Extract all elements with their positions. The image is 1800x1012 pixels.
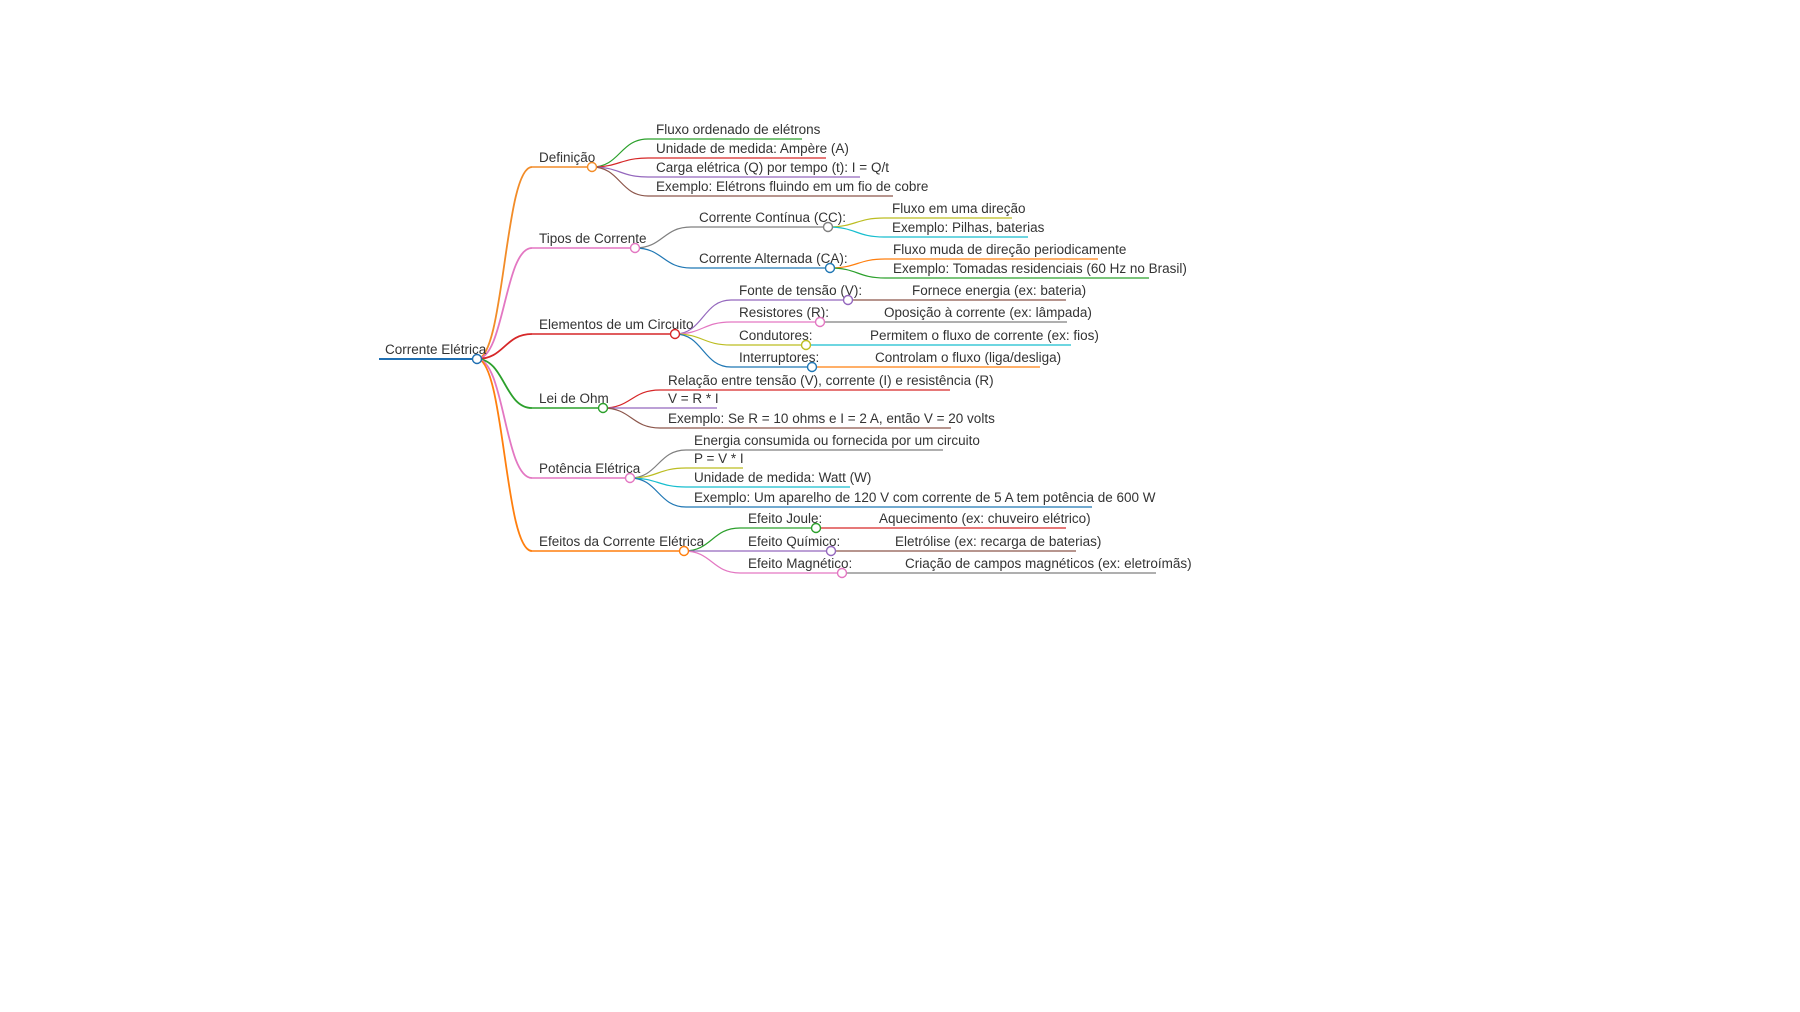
grandchild-label-tipos-1-0[interactable]: Fluxo muda de direção periodicamente bbox=[893, 242, 1126, 257]
sub-toggle-efeitos-0[interactable] bbox=[810, 522, 822, 534]
sub-label-elementos-1[interactable]: Resistores (R): bbox=[739, 305, 829, 320]
sub-connector-elementos-1 bbox=[674, 321, 732, 335]
branch-connector-efeitos bbox=[476, 358, 533, 552]
leaf-label-potencia-2[interactable]: Unidade de medida: Watt (W) bbox=[694, 470, 871, 485]
branch-label-definicao[interactable]: Definição bbox=[539, 150, 595, 165]
grandchild-label-elementos-1[interactable]: Oposição à corrente (ex: lâmpada) bbox=[884, 305, 1092, 320]
grandchild-label-tipos-0-0[interactable]: Fluxo em uma direção bbox=[892, 201, 1026, 216]
sub-label-tipos-0[interactable]: Corrente Contínua (CC): bbox=[699, 210, 846, 225]
branch-label-elementos[interactable]: Elementos de um Circuito bbox=[539, 317, 694, 332]
leaf-connector-potencia-3 bbox=[629, 477, 687, 508]
leaf-label-potencia-3[interactable]: Exemplo: Um aparelho de 120 V com corren… bbox=[694, 490, 1156, 505]
root-toggle[interactable] bbox=[471, 353, 483, 365]
sub-connector-elementos-3 bbox=[674, 333, 732, 368]
branch-label-potencia[interactable]: Potência Elétrica bbox=[539, 461, 641, 476]
sub-toggle-elementos-1[interactable] bbox=[814, 316, 826, 328]
sub-toggle-tipos-1[interactable] bbox=[824, 262, 836, 274]
sub-label-elementos-3[interactable]: Interruptores: bbox=[739, 350, 819, 365]
root-label[interactable]: Corrente Elétrica bbox=[385, 342, 487, 357]
branch-toggle-ohm[interactable] bbox=[597, 402, 609, 414]
branch-label-ohm[interactable]: Lei de Ohm bbox=[539, 391, 609, 406]
sub-toggle-elementos-3[interactable] bbox=[806, 361, 818, 373]
sub-connector-efeitos-0 bbox=[683, 527, 741, 552]
branch-connector-potencia bbox=[476, 358, 533, 479]
sub-label-efeitos-2[interactable]: Efeito Magnético: bbox=[748, 556, 852, 571]
leaf-label-definicao-0[interactable]: Fluxo ordenado de elétrons bbox=[656, 122, 821, 137]
sub-label-efeitos-0[interactable]: Efeito Joule: bbox=[748, 511, 822, 526]
grandchild-label-elementos-3[interactable]: Controlam o fluxo (liga/desliga) bbox=[875, 350, 1061, 365]
sub-connector-tipos-0 bbox=[634, 226, 692, 249]
branch-toggle-tipos[interactable] bbox=[629, 242, 641, 254]
sub-toggle-tipos-0[interactable] bbox=[822, 221, 834, 233]
branch-label-tipos[interactable]: Tipos de Corrente bbox=[539, 231, 647, 246]
leaf-label-definicao-2[interactable]: Carga elétrica (Q) por tempo (t): I = Q/… bbox=[656, 160, 889, 175]
branch-connector-elementos bbox=[476, 333, 533, 360]
branch-connector-definicao bbox=[476, 166, 533, 360]
leaf-label-ohm-2[interactable]: Exemplo: Se R = 10 ohms e I = 2 A, então… bbox=[668, 411, 995, 426]
sub-connector-elementos-0 bbox=[674, 299, 732, 335]
branch-toggle-definicao[interactable] bbox=[586, 161, 598, 173]
sub-connector-efeitos-2 bbox=[683, 550, 741, 574]
leaf-connector-definicao-3 bbox=[591, 166, 649, 197]
sub-toggle-efeitos-1[interactable] bbox=[825, 545, 837, 557]
sub-connector-tipos-1 bbox=[634, 247, 692, 269]
sub-label-elementos-0[interactable]: Fonte de tensão (V): bbox=[739, 283, 862, 298]
branch-toggle-efeitos[interactable] bbox=[678, 545, 690, 557]
sub-toggle-elementos-2[interactable] bbox=[800, 339, 812, 351]
leaf-connector-ohm-2 bbox=[602, 407, 661, 429]
sub-label-efeitos-1[interactable]: Efeito Químico: bbox=[748, 534, 840, 549]
grandchild-label-elementos-0[interactable]: Fornece energia (ex: bateria) bbox=[912, 283, 1086, 298]
grandchild-label-elementos-2[interactable]: Permitem o fluxo de corrente (ex: fios) bbox=[870, 328, 1099, 343]
grandchild-label-efeitos-0[interactable]: Aquecimento (ex: chuveiro elétrico) bbox=[879, 511, 1091, 526]
grandchild-connector-tipos-0-1 bbox=[827, 226, 885, 238]
leaf-label-potencia-1[interactable]: P = V * I bbox=[694, 451, 744, 466]
leaf-label-definicao-1[interactable]: Unidade de medida: Ampère (A) bbox=[656, 141, 849, 156]
sub-label-elementos-2[interactable]: Condutores: bbox=[739, 328, 813, 343]
leaf-connector-ohm-0 bbox=[602, 389, 661, 409]
branch-toggle-potencia[interactable] bbox=[624, 472, 636, 484]
grandchild-label-tipos-0-1[interactable]: Exemplo: Pilhas, baterias bbox=[892, 220, 1045, 235]
grandchild-label-tipos-1-1[interactable]: Exemplo: Tomadas residenciais (60 Hz no … bbox=[893, 261, 1187, 276]
leaf-label-ohm-1[interactable]: V = R * I bbox=[668, 391, 719, 406]
grandchild-connector-tipos-1-1 bbox=[829, 267, 886, 279]
leaf-label-potencia-0[interactable]: Energia consumida ou fornecida por um ci… bbox=[694, 433, 980, 448]
grandchild-label-efeitos-2[interactable]: Criação de campos magnéticos (ex: eletro… bbox=[905, 556, 1192, 571]
branch-label-efeitos[interactable]: Efeitos da Corrente Elétrica bbox=[539, 534, 705, 549]
leaf-label-definicao-3[interactable]: Exemplo: Elétrons fluindo em um fio de c… bbox=[656, 179, 928, 194]
branch-connector-tipos bbox=[476, 247, 533, 360]
sub-toggle-elementos-0[interactable] bbox=[842, 294, 854, 306]
sub-toggle-efeitos-2[interactable] bbox=[836, 567, 848, 579]
grandchild-label-efeitos-1[interactable]: Eletrólise (ex: recarga de baterias) bbox=[895, 534, 1101, 549]
branch-connector-ohm bbox=[476, 358, 533, 409]
branch-toggle-elementos[interactable] bbox=[669, 328, 681, 340]
leaf-label-ohm-0[interactable]: Relação entre tensão (V), corrente (I) e… bbox=[668, 373, 994, 388]
sub-label-tipos-1[interactable]: Corrente Alternada (CA): bbox=[699, 251, 848, 266]
